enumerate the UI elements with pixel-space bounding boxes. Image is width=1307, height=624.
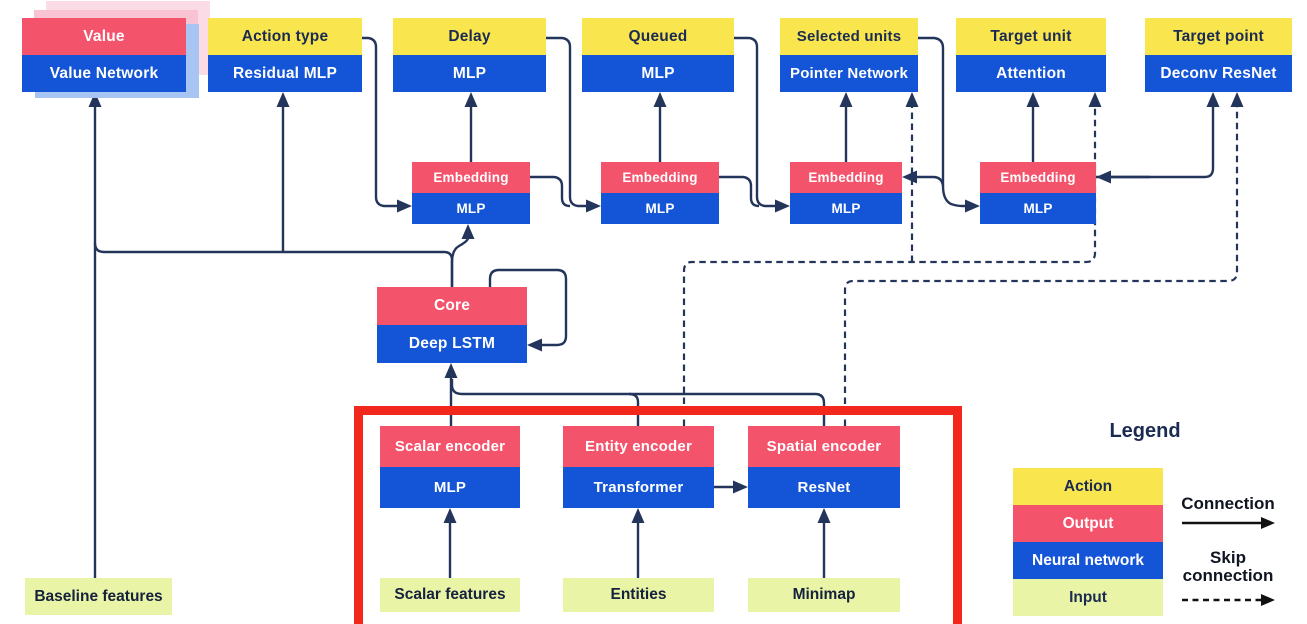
node-spatial-encoder-header: Spatial encoder: [748, 426, 900, 467]
node-delay-body: MLP: [393, 55, 546, 92]
node-action-type-body: Residual MLP: [208, 55, 362, 92]
node-selected-units-body: Pointer Network: [780, 55, 918, 92]
input-entities: Entities: [563, 578, 714, 612]
legend-item-network: Neural network: [1013, 542, 1163, 579]
input-scalar-features: Scalar features: [380, 578, 520, 612]
connector-selected-units-down: [918, 36, 945, 186]
node-embedding-2-body: MLP: [601, 193, 719, 224]
connector-chain-emb2-emb3: [719, 175, 760, 208]
node-action-type-header: Action type: [208, 18, 362, 55]
legend-skip-connection-label: Skip connection: [1182, 548, 1274, 585]
node-target-unit-header: Target unit: [956, 18, 1106, 55]
node-embedding-3-body: MLP: [790, 193, 902, 224]
node-entity-encoder-header: Entity encoder: [563, 426, 714, 467]
node-target-point-header: Target point: [1145, 18, 1292, 55]
connector-core-to-left-branch: [93, 242, 454, 287]
legend-connection-label: Connection: [1181, 494, 1275, 513]
highlight-box: [354, 406, 962, 624]
connector-emb4-to-targetpoint: [1096, 92, 1220, 179]
input-minimap: Minimap: [748, 578, 900, 612]
connector-queued-to-emb3: [734, 36, 790, 213]
node-value-header: Value: [22, 18, 186, 55]
node-embedding-4-body: MLP: [980, 193, 1096, 224]
connector-actiontype-to-emb1: [362, 36, 412, 213]
skip-entity-to-targetunit: [682, 92, 1102, 426]
connector-encoders-trunk: [450, 379, 826, 426]
node-embedding-3-header: Embedding: [790, 162, 902, 193]
connector-delay-to-emb2: [546, 36, 601, 213]
input-baseline-features: Baseline features: [25, 578, 172, 615]
node-scalar-encoder-body: MLP: [380, 467, 520, 508]
node-core-header: Core: [377, 287, 527, 325]
node-embedding-4-header: Embedding: [980, 162, 1096, 193]
skip-spatial-to-targetpoint: [843, 92, 1244, 426]
connector-selectedunits-to-emb3: [902, 170, 945, 187]
connector-entity-trunk-branch: [628, 392, 640, 426]
node-entity-encoder-body: Transformer: [563, 467, 714, 508]
node-embedding-2-header: Embedding: [601, 162, 719, 193]
node-target-point-body: Deconv ResNet: [1145, 55, 1292, 92]
node-queued-body: MLP: [582, 55, 734, 92]
legend-item-output: Output: [1013, 505, 1163, 542]
node-scalar-encoder-header: Scalar encoder: [380, 426, 520, 467]
connector-core-to-embedding1: [450, 224, 475, 287]
node-target-unit-body: Attention: [956, 55, 1106, 92]
node-embedding-1-header: Embedding: [412, 162, 530, 193]
node-delay-header: Delay: [393, 18, 546, 55]
legend-item-input: Input: [1013, 579, 1163, 616]
node-embedding-1-body: MLP: [412, 193, 530, 224]
node-spatial-encoder-body: ResNet: [748, 467, 900, 508]
connector-chain-emb1-emb2: [530, 175, 571, 208]
node-selected-units-header: Selected units: [780, 18, 918, 55]
node-core-body: Deep LSTM: [377, 325, 527, 363]
connector-lstm-recurrent-loop: [488, 268, 568, 352]
legend-item-action: Action: [1013, 468, 1163, 505]
connector-selectedunits-to-emb4: [941, 185, 980, 213]
node-queued-header: Queued: [582, 18, 734, 55]
node-value-body: Value Network: [22, 55, 186, 92]
legend-title: Legend: [1109, 420, 1181, 442]
